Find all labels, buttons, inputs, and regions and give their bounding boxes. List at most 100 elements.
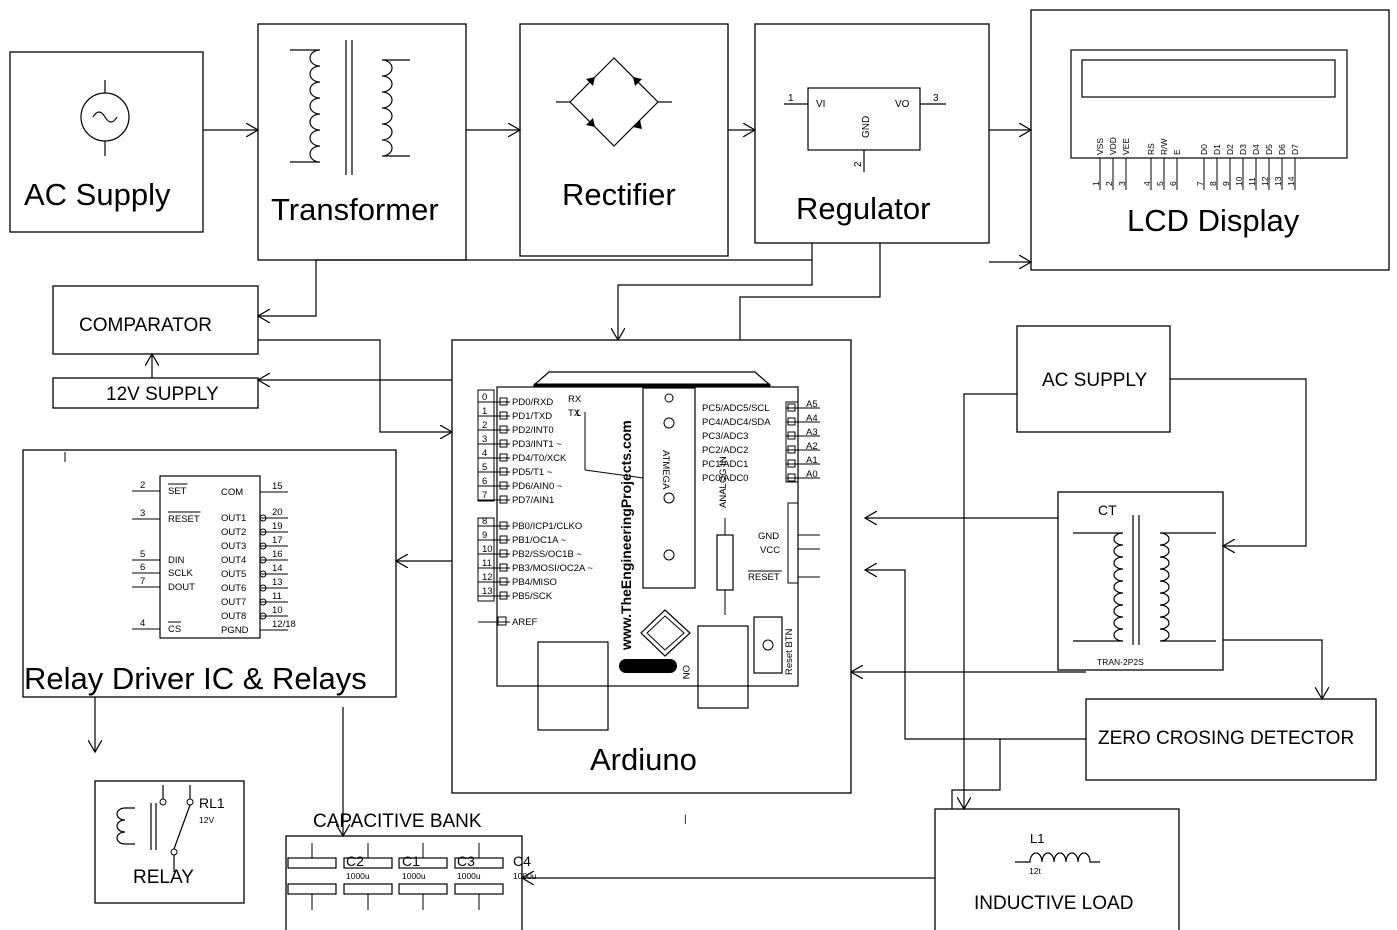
lcd-pin-number: 10 <box>1234 176 1244 186</box>
relay-ic-pin-number: 20 <box>272 507 283 518</box>
svg-text:RESET: RESET <box>748 572 780 583</box>
svg-text:VI: VI <box>816 99 825 110</box>
svg-text:2: 2 <box>853 161 864 167</box>
arduino-analog-label: PC4/ADC4/SDA <box>702 417 771 428</box>
regulator-block: VI VO GND 1 3 2 Regulator <box>754 23 990 244</box>
arduino-pin-label: PB1/OC1A ~ <box>512 535 567 546</box>
relay-ic-pin-number: 13 <box>272 577 283 588</box>
relay-ic-pin-label: RESET <box>168 514 200 525</box>
arduino-analog-label: PC5/ADC5/SCL <box>702 403 770 414</box>
arduino-analog-label: PC0/ADC0 <box>702 473 748 484</box>
relay-ic-pin-label: OUT5 <box>221 569 246 580</box>
svg-text:3: 3 <box>933 93 939 104</box>
lcd-pin-number: 11 <box>1247 177 1257 186</box>
relay-ic-pin-label: CS <box>168 624 181 635</box>
lcd-pin-name: RS <box>1146 143 1156 155</box>
capacitor-name: C4 <box>513 853 531 869</box>
supply-12v-block: 12V SUPPLY <box>52 377 259 409</box>
relay-ic-pin-label: DOUT <box>168 582 195 593</box>
svg-text:CT: CT <box>1098 502 1117 518</box>
arduino-label: Ardiuno <box>590 742 697 777</box>
lcd-pin-number: 3 <box>1117 181 1127 186</box>
regulator-icon: VI VO GND 1 3 2 <box>784 87 946 172</box>
transformer-icon <box>290 40 410 175</box>
relay-ic-pin-label: SET <box>168 486 187 497</box>
arduino-pin-number: 6 <box>482 476 487 487</box>
arduino-pin-label: PD7/AIN1 <box>512 495 554 506</box>
svg-text:GND: GND <box>861 116 872 138</box>
svg-text:GND: GND <box>758 531 779 542</box>
relay-ic-pin-label: OUT1 <box>221 513 246 524</box>
capacitor-name: C3 <box>457 853 475 869</box>
lcd-pin-name: D0 <box>1199 144 1209 155</box>
lcd-pin-name: VEE <box>1121 138 1131 155</box>
arduino-analog-number: A0 <box>806 469 818 480</box>
ac-supply-label: AC Supply <box>24 177 171 212</box>
arduino-board-icon: ATMEGA ON Reset BTN www.TheEngineeringPr… <box>477 371 820 731</box>
svg-text:VO: VO <box>895 99 910 110</box>
connection-lines <box>95 243 1322 878</box>
arduino-pin-number: 12 <box>482 572 493 583</box>
lcd-pin-name: D3 <box>1238 144 1248 155</box>
svg-text:RL1: RL1 <box>199 795 225 811</box>
bridge-rectifier-icon <box>556 57 672 147</box>
relay-ic-pin-number: 16 <box>272 549 283 560</box>
svg-text:RX: RX <box>568 394 582 405</box>
relay-block: RL1 12V RELAY <box>94 780 245 904</box>
svg-text:AREF: AREF <box>512 617 538 628</box>
arduino-pin-number: 7 <box>482 490 487 501</box>
rectifier-block: Rectifier <box>519 23 729 257</box>
svg-text:12t: 12t <box>1029 866 1041 876</box>
relay-ic-pin-number: 11 <box>272 591 282 602</box>
relay-ic-pin-number: 3 <box>140 508 145 519</box>
relay-ic-pin-number: 4 <box>140 618 145 629</box>
inductive-load-block: L1 12t INDUCTIVE LOAD <box>934 808 1180 930</box>
arduino-pin-number: 10 <box>482 544 493 555</box>
arduino-analog-number: A2 <box>806 441 818 452</box>
svg-text:12V: 12V <box>199 815 214 825</box>
relay-ic-pin-number: 14 <box>272 563 283 574</box>
lcd-pin-number: 6 <box>1168 181 1178 186</box>
lcd-pin-name: VSS <box>1095 138 1105 155</box>
arduino-pin-number: 1 <box>482 406 487 417</box>
lcd-display-label: LCD Display <box>1127 203 1300 238</box>
capacitor-value: 1000u <box>346 871 370 881</box>
arduino-pin-label: PD1/TXD <box>512 411 552 422</box>
svg-text:Reset BTN: Reset BTN <box>784 628 795 675</box>
arduino-pin-label: PB4/MISO <box>512 577 557 588</box>
rectifier-label: Rectifier <box>562 177 676 212</box>
relay-ic-pin-number: 6 <box>140 562 145 573</box>
arduino-block: Ardiuno ATMEGA <box>451 339 852 794</box>
svg-text:L: L <box>576 408 581 419</box>
relay-label: RELAY <box>133 867 194 888</box>
inductive-load-label: INDUCTIVE LOAD <box>974 893 1133 914</box>
relay-ic-pin-number: 10 <box>272 605 283 616</box>
arduino-analog-label: PC3/ADC3 <box>702 431 748 442</box>
lcd-pin-name: VDD <box>1108 137 1118 155</box>
svg-text:ATMEGA: ATMEGA <box>660 450 671 490</box>
arduino-pin-label: PD4/T0/XCK <box>512 453 567 464</box>
svg-text:1: 1 <box>788 93 794 104</box>
inductor-icon <box>1015 852 1100 863</box>
lcd-pin-name: D6 <box>1277 144 1287 155</box>
lcd-pin-name: D1 <box>1212 144 1222 155</box>
relay-ic-pin-label: OUT6 <box>221 583 246 594</box>
svg-text:TX: TX <box>568 408 581 419</box>
arduino-pin-label: PD3/INT1 ~ <box>512 439 562 450</box>
lcd-pin-number: 5 <box>1155 181 1165 186</box>
arduino-pin-label: PB0/ICP1/CLKO <box>512 521 582 532</box>
lcd-pin-number: 14 <box>1286 176 1296 186</box>
capacitor-name: C2 <box>346 853 364 869</box>
ac-source-icon <box>80 80 130 156</box>
relay-ic-pin-label: PGND <box>221 625 249 636</box>
relay-ic-pin-number: 7 <box>140 576 145 587</box>
capacitive-bank-block: CAPACITIVE BANK C21000uC11000uC31000uC41… <box>285 811 537 930</box>
relay-ic-pin-number: 5 <box>140 549 145 560</box>
relay-ic-pin-label: OUT4 <box>221 555 246 566</box>
relay-ic-pin-number: 2 <box>140 480 145 491</box>
relay-ic-pin-number: 19 <box>272 521 283 532</box>
arduino-analog-label: PC2/ADC2 <box>702 445 748 456</box>
arduino-analog-number: A5 <box>806 399 818 410</box>
capacitive-bank-label: CAPACITIVE BANK <box>313 811 482 832</box>
